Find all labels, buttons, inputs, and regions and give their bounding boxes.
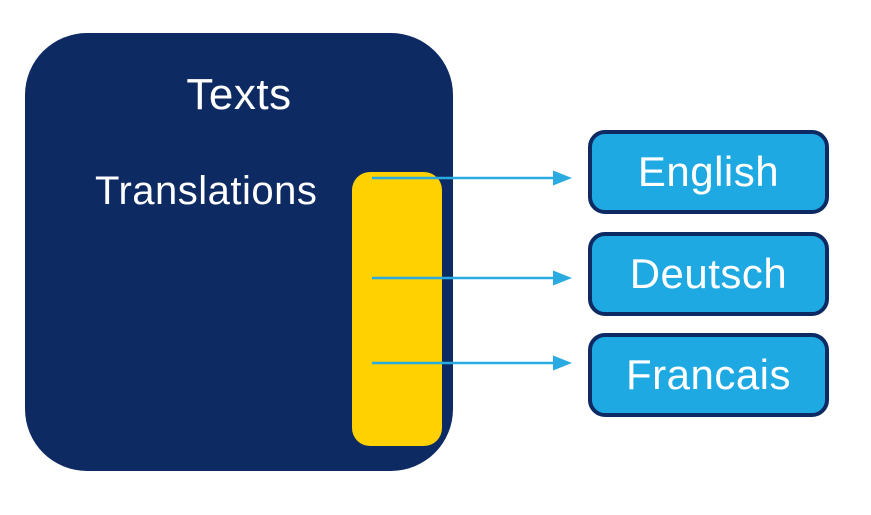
texts-container: Texts Translations	[25, 33, 453, 471]
language-box-english: English	[588, 130, 829, 214]
translations-label: Translations	[95, 169, 318, 213]
language-box-francais: Francais	[588, 333, 829, 417]
language-box-deutsch: Deutsch	[588, 232, 829, 316]
language-label-francais: Francais	[625, 351, 792, 398]
texts-title: Texts	[186, 70, 292, 119]
language-label-deutsch: Deutsch	[629, 250, 788, 297]
translations-highlight-bar	[352, 172, 442, 446]
language-label-english: English	[637, 148, 780, 195]
